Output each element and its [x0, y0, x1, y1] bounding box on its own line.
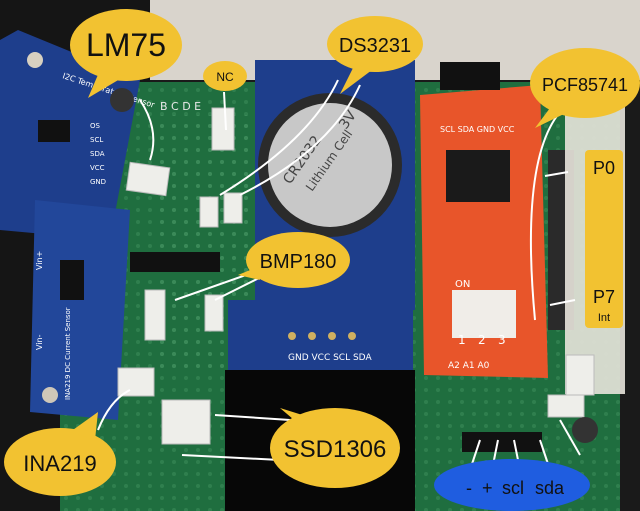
lm75-pin-sda: SDA: [90, 150, 105, 158]
lm75-pin-scl: SCL: [90, 136, 103, 144]
bus-scl: scl: [502, 478, 524, 498]
oled-pin-labels: GND VCC SCL SDA: [288, 353, 372, 363]
label-ssd1306: SSD1306: [284, 436, 387, 463]
lm75-pin-gnd: GND: [90, 178, 106, 186]
label-p0: P0: [593, 158, 615, 178]
bmp180-header: [130, 252, 220, 272]
label-p7: P7: [593, 287, 615, 307]
label-bmp180: BMP180: [260, 251, 337, 273]
dip-number-1: 1: [458, 333, 466, 347]
pcf-header-pins: [440, 62, 500, 90]
callout-bubbles: [4, 9, 640, 496]
ina219-mount-hole: [42, 387, 58, 403]
addr-pin-labels: A2 A1 A0: [448, 361, 490, 371]
ina219-label: INA219 DC Current Sensor: [64, 307, 72, 400]
pcf-header-label: SCL SDA GND VCC: [440, 125, 515, 134]
bus-minus: -: [466, 478, 472, 498]
bus-plus: +: [482, 478, 493, 498]
dip-number-3: 3: [498, 333, 506, 347]
board-columns: B C D E: [160, 100, 201, 113]
bus-header: [462, 432, 542, 452]
dip-on-label: ON: [455, 279, 470, 290]
lm75-pin-os: OS: [90, 122, 101, 130]
callout-arrows: [97, 79, 581, 471]
label-pcf85741: PCF85741: [542, 75, 628, 95]
lm75-pin-vcc: VCC: [90, 164, 105, 172]
ina219-pin-vin-minus: Vin-: [35, 334, 44, 350]
mounting-screws: [110, 88, 598, 443]
label-int: Int: [598, 312, 610, 324]
jumper-connectors: [117, 107, 595, 445]
label-ds3231: DS3231: [339, 35, 411, 57]
label-nc: NC: [216, 70, 234, 84]
pcf85741-module: SCL SDA GND VCC ON 1 2 3 A2 A1 A0: [420, 62, 548, 378]
label-ina219: INA219: [23, 451, 96, 476]
label-lm75: LM75: [86, 27, 166, 63]
pcf-chip: [446, 150, 510, 202]
lm75-mount-hole: [27, 52, 43, 68]
lm75-chip: [38, 120, 70, 142]
ina219-module: Vin+ Vin- INA219 DC Current Sensor: [30, 200, 130, 420]
ina219-chip: [60, 260, 84, 300]
bus-sda: sda: [535, 478, 565, 498]
dip-switch: [452, 290, 516, 338]
ina219-pin-vin-plus: Vin+: [35, 251, 44, 270]
dip-number-2: 2: [478, 333, 486, 347]
bus-legend-ellipse: [434, 459, 590, 511]
